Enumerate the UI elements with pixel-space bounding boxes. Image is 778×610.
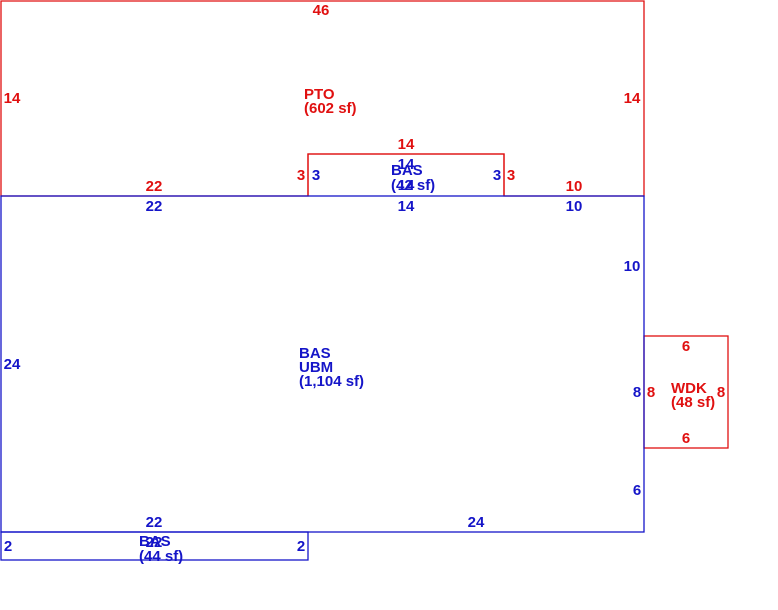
bas-top-area-label: (42 sf) [391,177,435,194]
wdk-dim-left: 8 [647,384,655,401]
bas-bottom-area [0,531,309,561]
bas-main-dim-right-upper: 10 [624,258,641,275]
pto-dim-left: 14 [4,90,21,107]
wdk-dim-bottom: 6 [682,430,690,447]
bas-main-dim-bottom-left: 22 [146,514,163,531]
pto-dim-bottom-right: 10 [566,178,583,195]
bas-main-dim-top-right: 10 [566,198,583,215]
bas-bottom-area-label: (44 sf) [139,548,183,565]
bas-top-overlap-label: 14 [398,177,415,194]
bas-bottom-code-label: BAS [139,533,171,550]
bas-main-area-label: (1,104 sf) [299,373,364,390]
wdk-code-label: WDK [671,380,707,397]
pto-dim-top: 46 [313,2,330,19]
pto-dim-notch-top: 14 [398,136,415,153]
bas-top-code-label: BAS [391,162,423,179]
bas-top-dim-right: 3 [493,167,501,184]
pto-dim-right: 14 [624,90,641,107]
bas-bottom-dim-right: 2 [297,538,305,555]
pto-dim-notch-right: 3 [507,167,515,184]
bas-main-dim-top-left: 22 [146,198,163,215]
bas-main-outline [0,195,645,533]
bas-main-area [0,195,645,533]
bas-bottom-outline [0,531,309,561]
pto-area-label: (602 sf) [304,100,357,117]
bas-top-dim-top: 14 [398,156,415,173]
bas-main-code-label: BAS [299,345,331,362]
bas-main-dim-right-lower: 6 [633,482,641,499]
bas-main-subcode-label: UBM [299,359,333,376]
bas-main-dim-right-mid: 8 [633,384,641,401]
bas-main-dim-bottom-right: 24 [468,514,485,531]
pto-dim-notch-left: 3 [297,167,305,184]
bas-top-dim-left: 3 [312,167,320,184]
bas-top-area [307,153,505,196]
wdk-dim-top: 6 [682,338,690,355]
pto-dim-bottom-left: 22 [146,178,163,195]
bas-bottom-overlap-label: 22 [146,534,163,551]
bas-bottom-dim-left: 2 [4,538,12,555]
bas-top-outline [307,153,505,196]
bas-main-dim-left: 24 [4,356,21,373]
wdk-dim-right: 8 [717,384,725,401]
wdk-area-label: (48 sf) [671,394,715,411]
bas-main-dim-top-mid: 14 [398,198,415,215]
pto-code-label: PTO [304,86,335,103]
